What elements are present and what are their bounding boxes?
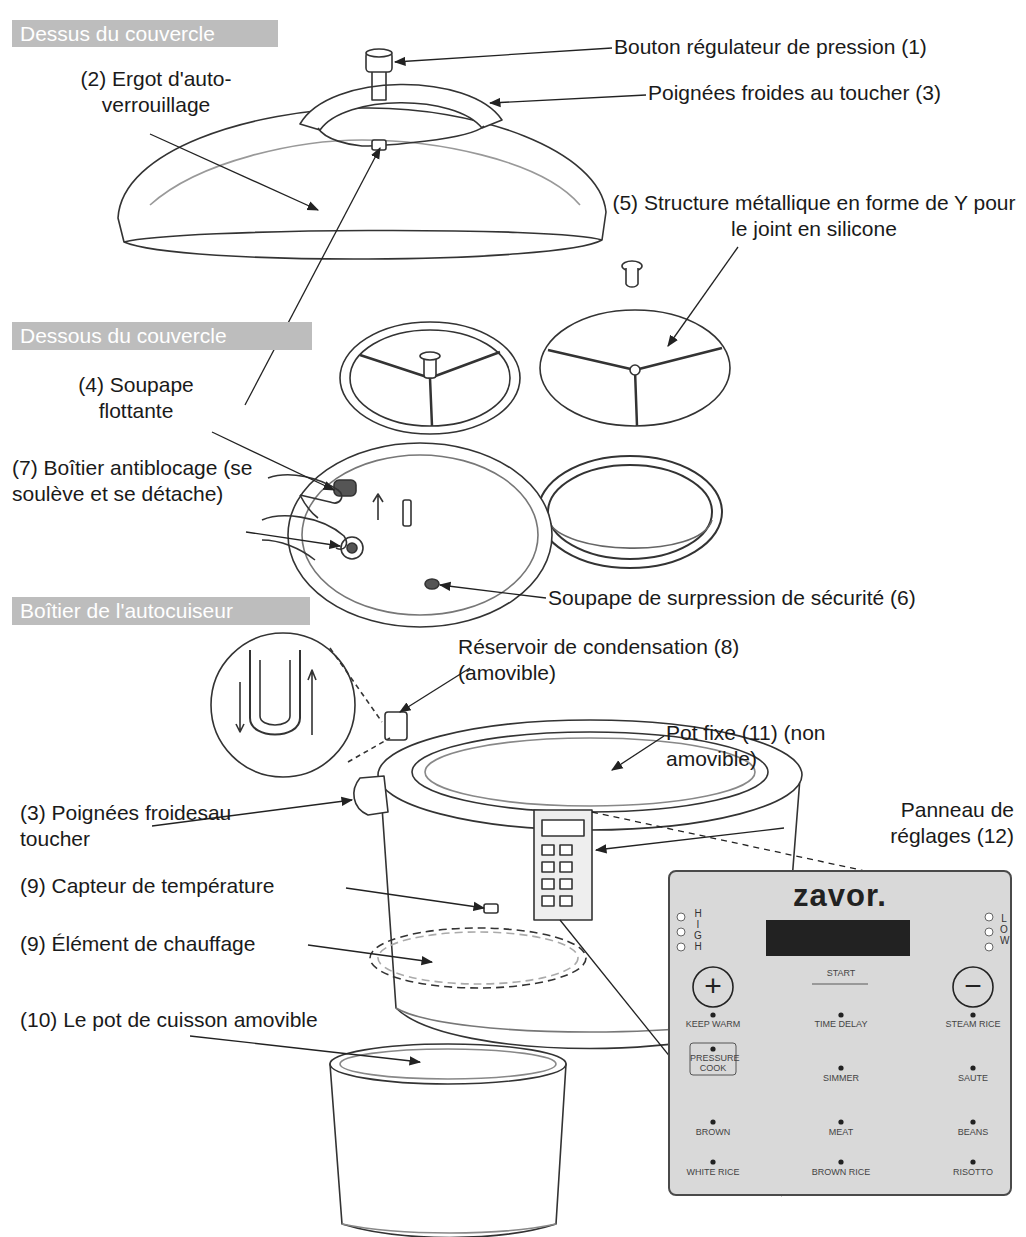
removable-pot	[330, 1044, 566, 1237]
section-heading: Dessus du couvercle	[20, 20, 270, 47]
button-label: BROWN RICE	[806, 1167, 876, 1177]
brand-logo: zavor.	[670, 878, 1010, 914]
button-label: SAUTE	[938, 1073, 1008, 1083]
lid-underside	[288, 443, 552, 627]
condensation-inset	[211, 633, 390, 777]
button-symbol: +	[698, 968, 728, 1004]
hand	[262, 475, 346, 560]
part-label: (2) Ergot d'auto- verrouillage	[46, 66, 266, 119]
button-label: SIMMER	[806, 1073, 876, 1083]
part-label: Réservoir de condensation (8) (amovible)	[458, 634, 788, 687]
part-label: (3) Poignées froidesau toucher	[20, 800, 260, 853]
button-label: BEANS	[938, 1127, 1008, 1137]
control-panel: zavor.	[668, 870, 1012, 1196]
button-label: WHITE RICE	[678, 1167, 748, 1177]
part-label: Poignées froides au toucher (3)	[648, 80, 1018, 106]
button-label: MEAT	[806, 1127, 876, 1137]
gasket-with-frame	[340, 322, 520, 434]
part-label: (5) Structure métallique en forme de Y p…	[606, 190, 1022, 243]
part-label: (10) Le pot de cuisson amovible	[20, 1007, 400, 1033]
button-label: BROWN	[678, 1127, 748, 1137]
part-label: Bouton régulateur de pression (1)	[614, 34, 1024, 60]
button-label: TIME DELAY	[806, 1019, 876, 1029]
display	[766, 920, 910, 956]
silicone-gasket	[538, 456, 722, 568]
button-label: START	[806, 968, 876, 978]
silicone-knob	[622, 261, 642, 287]
section-heading: Dessous du couvercle	[20, 322, 304, 350]
y-frame	[540, 310, 730, 426]
part-label: (4) Soupape flottante	[46, 372, 226, 425]
part-label: Pot fixe (11) (non amovible)	[666, 720, 866, 773]
part-label: Panneau de réglages (12)	[872, 797, 1014, 850]
button-symbol: −	[958, 968, 988, 1004]
start-bar	[812, 983, 868, 985]
button-label: KEEP WARM	[678, 1019, 748, 1029]
section-band: Dessus du couvercle	[12, 20, 278, 47]
button-label: PRESSURE COOK	[690, 1053, 736, 1073]
part-label: Soupape de surpression de sécurité (6)	[548, 585, 1018, 611]
pressure-level: HIGH	[694, 908, 702, 952]
pressure-level: LOW	[1000, 913, 1008, 946]
section-band: Boîtier de l'autocuiseur	[12, 597, 310, 625]
part-label: (9) Capteur de température	[20, 873, 350, 899]
section-band: Dessous du couvercle	[12, 322, 312, 350]
part-label: (9) Élément de chauffage	[20, 931, 350, 957]
button-label: RISOTTO	[938, 1167, 1008, 1177]
button-label: STEAM RICE	[938, 1019, 1008, 1029]
part-label: (7) Boîtier antiblocage (se soulève et s…	[12, 455, 262, 508]
section-heading: Boîtier de l'autocuiseur	[20, 597, 302, 625]
